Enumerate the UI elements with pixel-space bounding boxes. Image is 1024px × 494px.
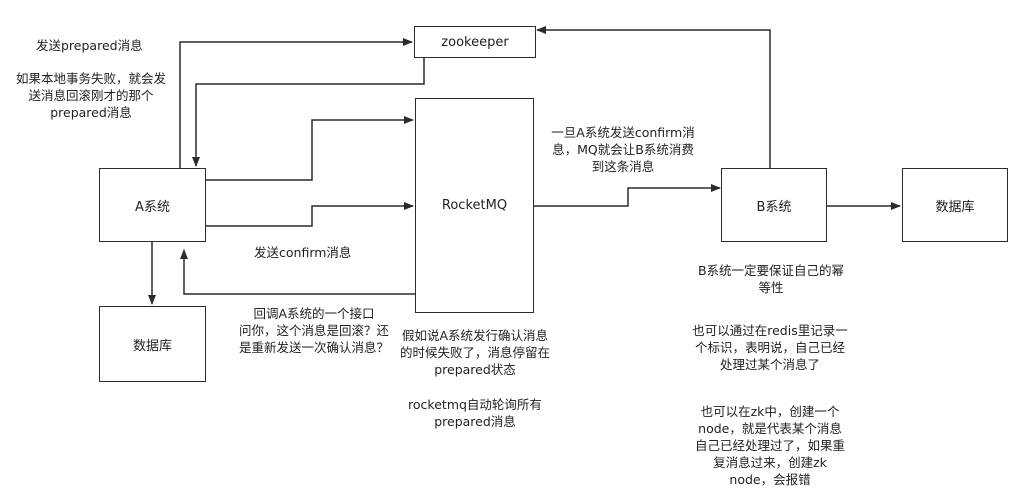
arrow-rocketmq-to-b (534, 184, 721, 207)
note-send-prepared: 发送prepared消息 (36, 38, 143, 53)
note-redis: 也可以通过在redis里记录一 个标识，表明说，自己已经 处理过某个消息了 (692, 323, 848, 372)
database-a-box: 数据库 (99, 306, 206, 382)
note-send-confirm: 发送confirm消息 (254, 245, 352, 260)
note-polling: rocketmq自动轮询所有 prepared消息 (408, 397, 542, 429)
arrow-b-to-zookeeper (536, 26, 771, 168)
database-b-box: 数据库 (902, 168, 1008, 242)
arrow-zookeeper-to-a (192, 58, 425, 167)
note-zk-node: 也可以在zk中，创建一个 node，就是代表某个消息 自己已经处理过了，如果重 … (694, 404, 845, 487)
note-rollback: 如果本地事务失败，就会发 送消息回滚刚才的那个 prepared消息 (15, 71, 166, 120)
note-idempotent: B系统一定要保证自己的幂 等性 (697, 263, 845, 295)
arrow-rocketmq-to-a-callback (180, 249, 415, 295)
arrow-a-to-rocketmq-confirm (206, 202, 414, 227)
arrow-a-to-rocketmq-upper (206, 116, 414, 181)
zookeeper-box: zookeeper (414, 26, 536, 58)
note-confirm-consume: 一旦A系统发送confirm消 息，MQ就会让B系统消费 到这条消息 (551, 125, 695, 174)
rocketmq-box: RocketMQ (415, 98, 534, 313)
note-callback: 回调A系统的一个接口 问你，这个消息是回滚？还 是重新发送一次确认消息？ (238, 306, 389, 355)
arrow-a-to-zookeeper (179, 38, 413, 168)
b-system-box: B系统 (721, 168, 827, 242)
note-confirm-fail: 假如说A系统发行确认消息 的时候失败了，消息停留在 prepared状态 (399, 328, 550, 377)
a-system-box: A系统 (99, 168, 206, 242)
